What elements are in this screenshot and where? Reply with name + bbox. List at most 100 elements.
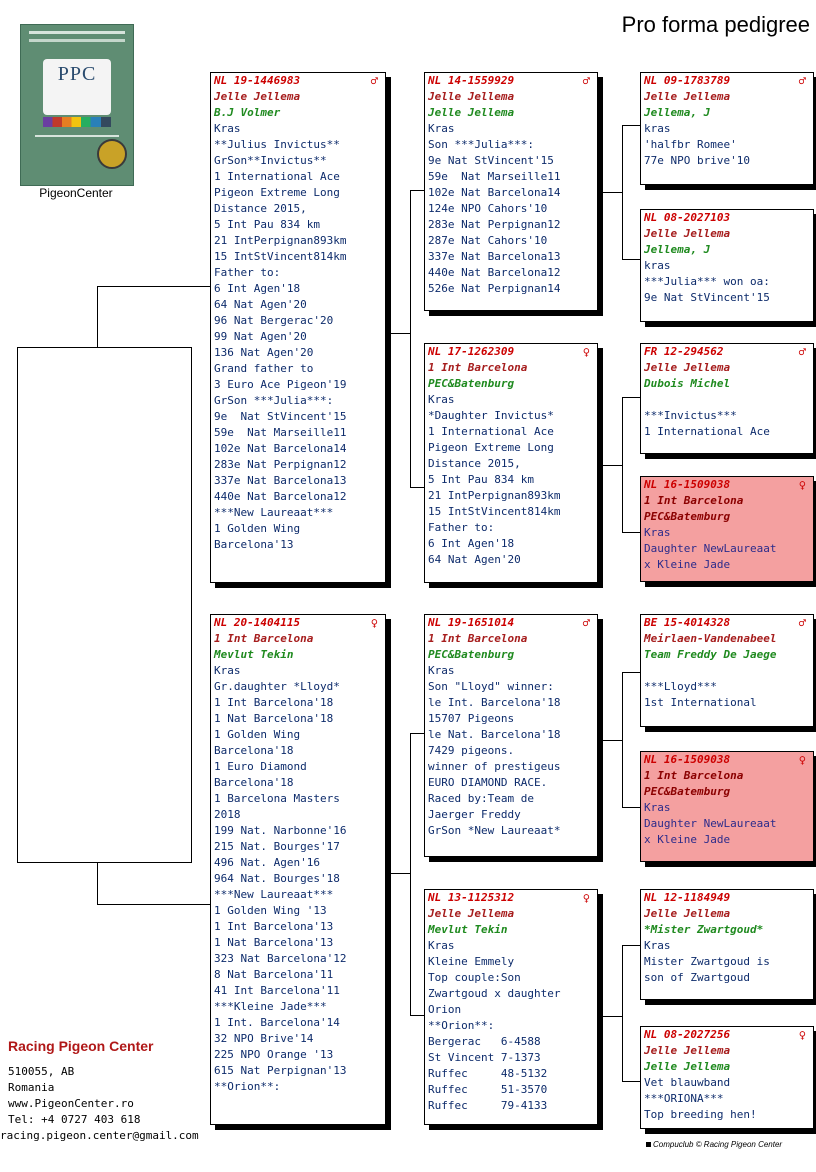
pedigree-line: 77e NPO brive'10 <box>644 154 750 167</box>
contact-email-link[interactable]: racing.pigeon.center@gmail.com <box>0 1129 199 1142</box>
pedigree-line: 1 Nat Barcelona'18 <box>214 712 334 725</box>
pedigree-line: Barcelona'18 <box>214 776 294 789</box>
ring-header: NL 12-1184949 <box>644 890 810 906</box>
pedigree-line: Top couple:Son <box>428 971 521 984</box>
pedigree-line: Barcelona'18 <box>214 744 294 757</box>
ring-header: NL 14-1559929♂ <box>428 73 594 89</box>
pedigree-line: 5 Int Pau 834 km <box>428 473 534 486</box>
pedigree-line: Daughter NewLaureaat <box>644 542 777 555</box>
pedigree-line: 6 Int Agen'18 <box>428 537 515 550</box>
breeder-name: 1 Int Barcelona <box>428 632 528 645</box>
owner-name: PEC&Batemburg <box>644 510 731 523</box>
connector-line <box>598 1016 623 1017</box>
contact-website-link[interactable]: www.PigeonCenter.ro <box>8 1097 134 1110</box>
pedigree-line: 1 Euro Diamond <box>214 760 307 773</box>
pedigree-line: le Int. Barcelona'18 <box>428 696 561 709</box>
pedigree-line: 7429 pigeons. <box>428 744 515 757</box>
connector-line <box>410 487 426 488</box>
ring-number: NL 12-1184949 <box>644 891 731 904</box>
connector-line <box>97 286 98 348</box>
contact-block: Racing Pigeon Center 510055, AB Romania … <box>0 1038 212 1144</box>
owner-name: PEC&Batenburg <box>428 377 515 390</box>
square-icon <box>646 1142 651 1147</box>
pedigree-line: 15 IntStVincent814km <box>428 505 561 518</box>
male-icon: ♂ <box>798 74 806 88</box>
connector-line <box>410 733 426 734</box>
pedigree-line: 59e Nat Marseille11 <box>214 426 347 439</box>
owner-name: Mevlut Tekin <box>214 648 294 661</box>
connector-line <box>410 733 411 1015</box>
breeder-name: Jelle Jellema <box>428 907 515 920</box>
pedigree-line: 1 International Ace <box>644 425 770 438</box>
male-icon: ♂ <box>370 74 378 88</box>
subject-box <box>17 347 192 863</box>
pedigree-line: son of Zwartgoud <box>644 971 750 984</box>
pedigree-line: Orion <box>428 1003 462 1016</box>
logo-text-line <box>35 135 119 137</box>
pedigree-line: 1 Golden Wing <box>214 728 301 741</box>
ring-header: NL 09-1783789♂ <box>644 73 810 89</box>
pedigree-line: 59e Nat Marseille11 <box>428 170 561 183</box>
logo-color-stripe <box>43 117 111 127</box>
contact-name: Racing Pigeon Center <box>8 1038 154 1054</box>
pedigree-line: Ruffec 48-5132 <box>428 1067 548 1080</box>
connector-line <box>386 873 411 874</box>
breeder-name: Meirlaen-Vandenabeel <box>644 632 777 645</box>
pedigree-line: 124e NPO Cahors'10 <box>428 202 548 215</box>
ring-header: NL 17-1262309♀ <box>428 344 594 360</box>
ring-number: FR 12-294562 <box>644 345 724 358</box>
pedigree-line: Bergerac 6-4588 <box>428 1035 541 1048</box>
pedigree-line: 440e Nat Barcelona12 <box>214 490 347 503</box>
pedigree-line: 6 Int Agen'18 <box>214 282 301 295</box>
pedigree-line: Ruffec 79-4133 <box>428 1099 548 1112</box>
logo-text-line <box>29 39 125 42</box>
connector-line <box>622 672 640 673</box>
pedigree-line: Kleine Emmely <box>428 955 515 968</box>
pedigree-line: kras <box>644 259 671 272</box>
ring-header: NL 19-1651014♂ <box>428 615 594 631</box>
pedigree-line: Kras <box>644 939 671 952</box>
pedigree-line: Pigeon Extreme Long <box>428 441 554 454</box>
pedigree-line: Gr.daughter *Lloyd* <box>214 680 340 693</box>
pedigree-line: 283e Nat Perpignan12 <box>214 458 347 471</box>
male-icon: ♂ <box>582 74 590 88</box>
pedigree-line: St Vincent 7-1373 <box>428 1051 541 1064</box>
pedigree-line: *Daughter Invictus* <box>428 409 554 422</box>
pedigree-line: Vet blauwband <box>644 1076 731 1089</box>
ring-header: NL 13-1125312♀ <box>428 890 594 906</box>
pedigree-line: **Orion**: <box>214 1080 281 1093</box>
ring-number: NL 16-1509038 <box>644 753 731 766</box>
breeder-name: 1 Int Barcelona <box>214 632 314 645</box>
owner-name: Team Freddy De Jaege <box>644 648 777 661</box>
connector-line <box>622 397 623 532</box>
page-title: Pro forma pedigree <box>621 12 810 37</box>
ring-number: NL 13-1125312 <box>428 891 515 904</box>
pedigree-line <box>644 663 810 679</box>
pedigree-line: Zwartgoud x daughter <box>428 987 561 1000</box>
breeder-name: Jelle Jellema <box>644 227 731 240</box>
owner-name: Jelle Jellema <box>428 106 515 119</box>
pedigree-line: Top breeding hen! <box>644 1108 757 1121</box>
pedigree-line: 1 Golden Wing '13 <box>214 904 327 917</box>
owner-name: Jelle Jellema <box>644 1060 731 1073</box>
footer-text: Compuclub © Racing Pigeon Center <box>653 1140 783 1149</box>
pedigree-line: winner of prestigeus <box>428 760 561 773</box>
pedigree-line: 440e Nat Barcelona12 <box>428 266 561 279</box>
pedigree-line: Father to: <box>214 266 281 279</box>
connector-line <box>622 807 640 808</box>
connector-line <box>622 397 640 398</box>
